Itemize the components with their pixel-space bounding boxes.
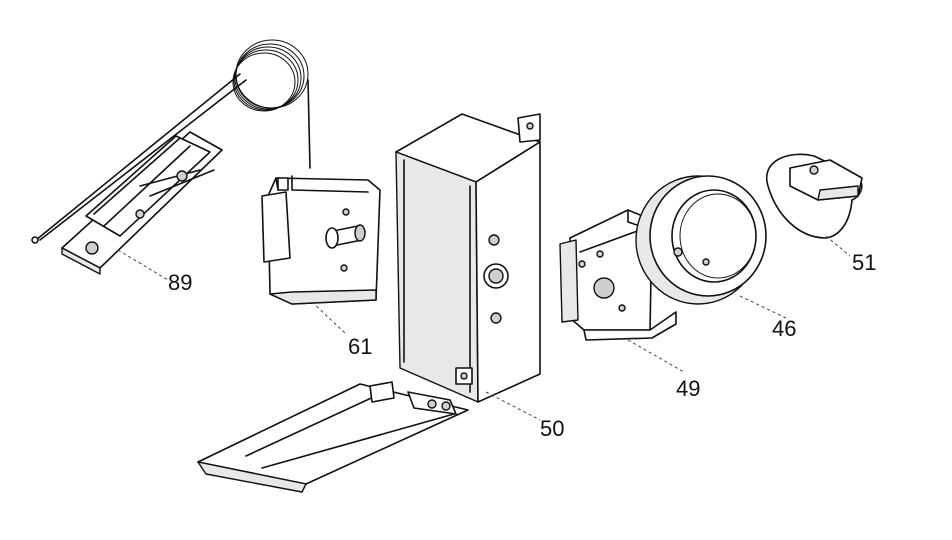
callout-46: 46	[772, 316, 796, 341]
part-51-knob: 51	[765, 153, 876, 275]
part-50-control-box: 50	[395, 113, 564, 441]
part-49-timer: 49	[559, 209, 700, 401]
capillary-coil	[232, 39, 311, 169]
part-46-timer-dial: 46	[635, 175, 796, 341]
callout-49: 49	[676, 376, 700, 401]
callout-89: 89	[168, 270, 192, 295]
part-89-thermostat-bracket: 89	[31, 39, 311, 295]
callout-50: 50	[540, 416, 564, 441]
callout-61: 61	[348, 334, 372, 359]
callout-51: 51	[852, 250, 876, 275]
bottom-tray	[197, 381, 469, 493]
part-61-thermostat: 61	[261, 175, 381, 359]
